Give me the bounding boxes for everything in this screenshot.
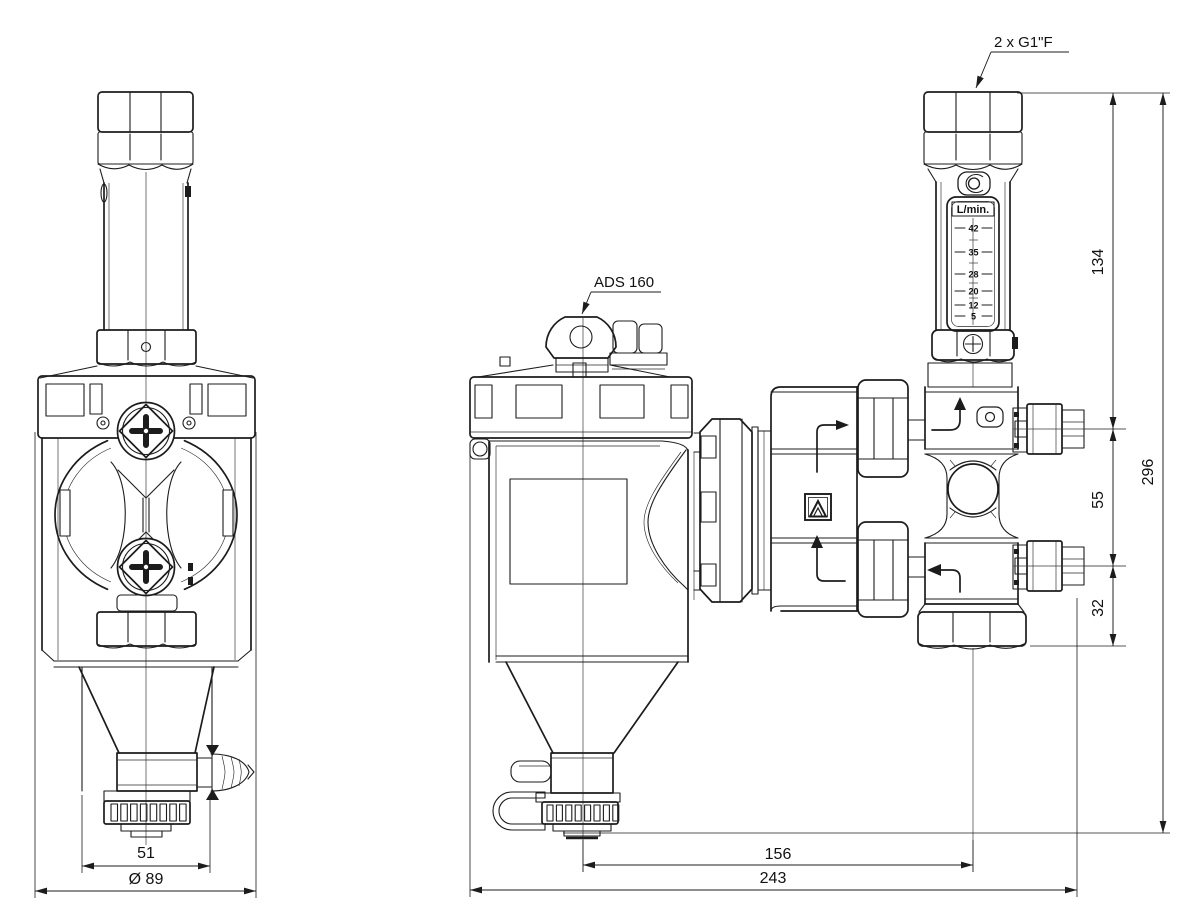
dim-156-label: 156 bbox=[765, 846, 792, 863]
flow-tick-label: 28 bbox=[968, 270, 978, 280]
vent-fitting bbox=[609, 320, 668, 370]
dim-134: 134 bbox=[1090, 93, 1117, 429]
screw-icon bbox=[116, 401, 176, 461]
side-crown-cap bbox=[37, 365, 256, 439]
flow-arrow bbox=[206, 789, 219, 800]
flow-arrow-up bbox=[931, 397, 966, 431]
dim-32-label: 32 bbox=[1090, 599, 1107, 617]
filter-bottom-cap bbox=[535, 792, 621, 840]
grip-band bbox=[931, 329, 1018, 363]
flow-tick-label: 35 bbox=[968, 248, 978, 258]
dim-55: 55 bbox=[1090, 429, 1117, 566]
connector-hex-nuts bbox=[857, 379, 926, 618]
flow-arrow-left bbox=[927, 564, 961, 593]
screw-icon bbox=[116, 537, 176, 597]
side-riser-tube bbox=[100, 182, 191, 331]
brand-stamp-icon bbox=[976, 406, 1004, 428]
filter-body bbox=[469, 438, 695, 663]
flow-meter-unit: L/min. 42 35 28 20 12 5 bbox=[917, 91, 1085, 872]
ring-left-arc bbox=[54, 439, 109, 591]
filter-funnel bbox=[492, 661, 679, 831]
connection-label: 2 x G1"F bbox=[994, 34, 1053, 51]
side-drain-valve bbox=[116, 745, 255, 800]
dim-89: Ø 89 bbox=[34, 432, 257, 898]
brand-logo-icon bbox=[804, 493, 832, 521]
union-nut bbox=[693, 418, 772, 603]
ball-icon bbox=[947, 463, 999, 515]
flow-unit-label: L/min. bbox=[957, 204, 989, 216]
flow-tick-label: 42 bbox=[968, 224, 978, 234]
flow-tick-label: 5 bbox=[971, 312, 976, 322]
ring-right-arc bbox=[183, 439, 238, 591]
brand-stamp-icon bbox=[957, 171, 991, 196]
check-valve-block bbox=[770, 386, 858, 612]
purge-handle bbox=[499, 316, 617, 378]
ball-valve-section bbox=[924, 453, 1019, 539]
dim-243-label: 243 bbox=[760, 870, 787, 887]
dim-32: 32 bbox=[1090, 566, 1117, 646]
side-valve-body bbox=[41, 401, 252, 668]
side-bottom-cap bbox=[103, 790, 191, 838]
upper-valve-block bbox=[924, 386, 1019, 455]
side-top-fitting bbox=[97, 91, 194, 184]
clip-detail bbox=[185, 186, 191, 197]
flow-tick-label: 12 bbox=[968, 301, 978, 311]
dim-296-label: 296 bbox=[1140, 459, 1157, 486]
dim-156: 156 bbox=[582, 840, 974, 872]
label-panel bbox=[509, 478, 628, 585]
upper-port bbox=[1012, 403, 1085, 455]
dim-51: 51 bbox=[81, 795, 211, 873]
flow-arrow bbox=[206, 745, 219, 756]
dim-89-label: Ø 89 bbox=[129, 871, 164, 888]
lower-valve-block bbox=[924, 537, 1019, 605]
side-funnel-bowl bbox=[78, 666, 215, 792]
side-union-nut bbox=[96, 329, 197, 367]
meter-body bbox=[935, 181, 1011, 331]
sight-glass: L/min. 42 35 28 20 12 5 bbox=[946, 196, 1000, 332]
unit-top-fitting bbox=[923, 91, 1023, 183]
dim-55-label: 55 bbox=[1090, 491, 1107, 509]
side-lower-nut bbox=[96, 611, 197, 649]
dim-296: 296 bbox=[1140, 93, 1167, 833]
lower-port bbox=[1012, 540, 1085, 592]
leader-line bbox=[975, 51, 992, 89]
sight-plug-icon bbox=[962, 333, 984, 355]
body-band bbox=[927, 362, 1013, 388]
flow-scale: 42 35 28 20 12 5 bbox=[954, 224, 993, 322]
unit-bottom-nut bbox=[917, 603, 1027, 650]
side-view bbox=[37, 91, 256, 845]
product-label: ADS 160 bbox=[594, 274, 654, 291]
flow-tick-label: 20 bbox=[968, 287, 978, 297]
flow-arrow-up-right bbox=[816, 420, 849, 473]
dim-134-label: 134 bbox=[1090, 249, 1107, 276]
flow-arrow-up bbox=[811, 535, 846, 582]
hose-clip bbox=[492, 791, 546, 831]
dim-51-label: 51 bbox=[137, 845, 155, 862]
dimensions: 2 x G1"F ADS 160 134 55 32 bbox=[34, 34, 1170, 898]
connection-callout: 2 x G1"F bbox=[975, 34, 1069, 89]
product-callout: ADS 160 bbox=[581, 274, 661, 315]
filter-crown-cap bbox=[469, 364, 693, 439]
dim-243: 243 bbox=[469, 444, 1078, 897]
front-view: L/min. 42 35 28 20 12 5 bbox=[469, 91, 1085, 872]
leader-line bbox=[581, 291, 592, 315]
